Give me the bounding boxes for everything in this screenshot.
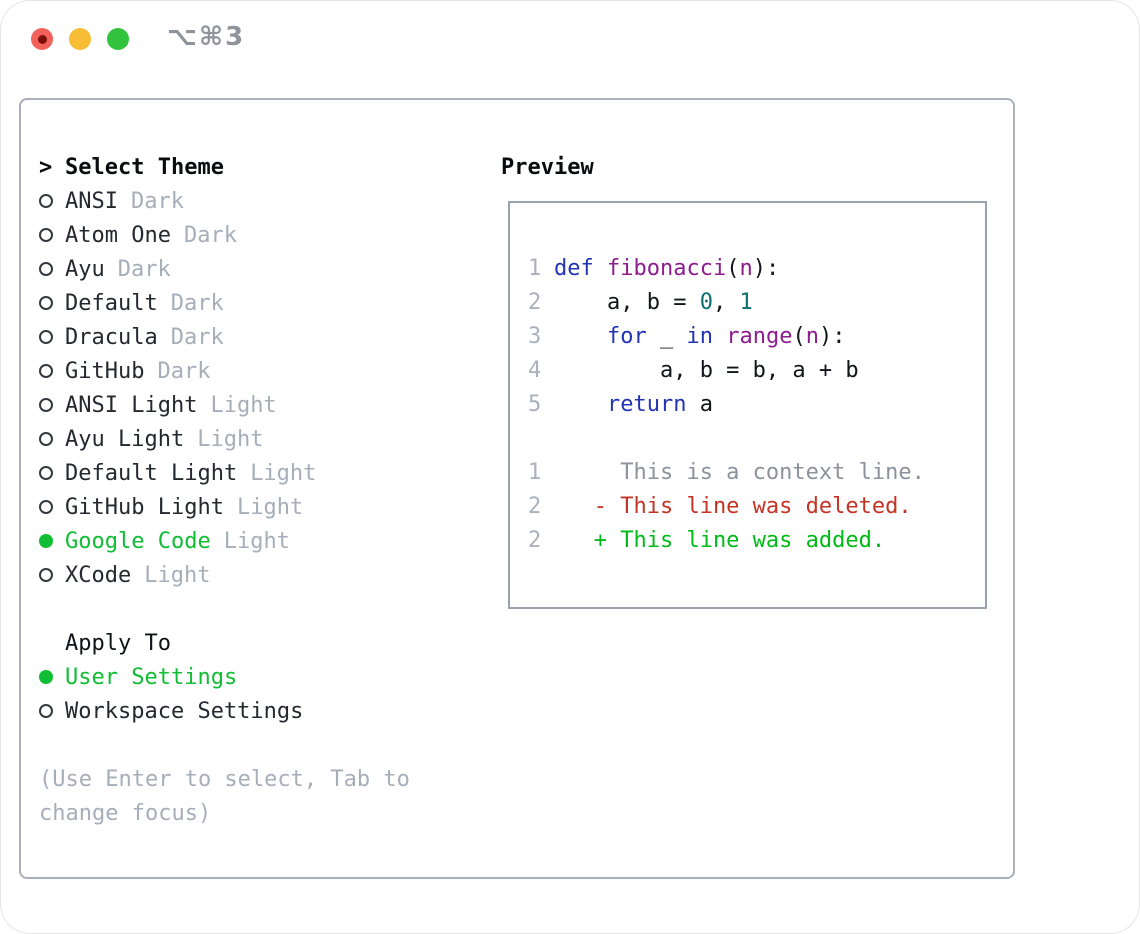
radio-circle-icon xyxy=(39,466,53,480)
radio-circle-icon xyxy=(39,432,53,446)
line-number: 2 xyxy=(528,290,542,315)
theme-name: ANSI Light xyxy=(65,392,198,418)
theme-name: Default Light xyxy=(65,460,238,486)
theme-name: GitHub Light xyxy=(65,494,224,520)
theme-name: Atom One xyxy=(65,222,171,248)
radio-circle-icon xyxy=(39,704,53,718)
theme-menu: > Select Theme ANSI Dark Atom One Dark A… xyxy=(39,150,410,830)
code-line-blank xyxy=(528,422,985,456)
theme-variant: Light xyxy=(144,562,211,588)
theme-option-dracula-dark[interactable]: Dracula Dark xyxy=(39,320,410,354)
theme-option-xcode-light[interactable]: XCode Light xyxy=(39,558,410,592)
window-title: ⌥⌘3 xyxy=(167,22,246,52)
theme-option-github-dark[interactable]: GitHub Dark xyxy=(39,354,410,388)
radio-circle-icon xyxy=(39,500,53,514)
line-number: 3 xyxy=(528,324,542,349)
theme-name: Google Code xyxy=(65,528,211,554)
radio-circle-icon xyxy=(39,568,53,582)
theme-name: Default xyxy=(65,290,158,316)
code-line: 5 return a xyxy=(528,388,985,422)
line-number: 2 xyxy=(528,494,542,519)
theme-name: Ayu xyxy=(65,256,105,282)
line-number: 5 xyxy=(528,392,542,417)
apply-option-workspace-settings[interactable]: Workspace Settings xyxy=(39,694,410,728)
theme-option-default-light[interactable]: Default Light Light xyxy=(39,456,410,490)
radio-circle-icon xyxy=(39,228,53,242)
theme-variant: Light xyxy=(236,494,304,520)
spacer xyxy=(39,592,410,626)
radio-circle-icon xyxy=(39,398,53,412)
diff-deleted-line: 2 - This line was deleted. xyxy=(528,490,985,524)
theme-option-atom-one-dark[interactable]: Atom One Dark xyxy=(39,218,410,252)
line-number: 1 xyxy=(528,256,542,281)
apply-option-label: User Settings xyxy=(65,664,238,690)
apply-to-title: Apply To xyxy=(65,630,171,656)
radio-circle-icon xyxy=(39,194,53,208)
theme-menu-title: Select Theme xyxy=(65,154,224,180)
theme-variant: Dark xyxy=(183,222,237,248)
code-line: 2 a, b = 0, 1 xyxy=(528,286,985,320)
theme-variant: Light xyxy=(250,460,317,486)
close-button[interactable] xyxy=(31,28,53,50)
spacer xyxy=(39,728,410,762)
theme-variant: Light xyxy=(197,426,264,452)
theme-variant: Dark xyxy=(157,358,211,384)
apply-to-header: Apply To xyxy=(39,626,410,660)
keyboard-hint-line-2: change focus) xyxy=(39,800,212,826)
theme-variant: Dark xyxy=(170,290,224,316)
theme-option-google-code-light[interactable]: Google Code Light xyxy=(39,524,410,558)
theme-option-ansi-dark[interactable]: ANSI Dark xyxy=(39,184,410,218)
theme-variant: Light xyxy=(210,392,277,418)
theme-name: Ayu Light xyxy=(65,426,185,452)
theme-variant: Dark xyxy=(117,256,171,282)
theme-variant: Light xyxy=(223,528,290,554)
preview-title: Preview xyxy=(501,154,594,180)
diff-added-line: 2 + This line was added. xyxy=(528,524,985,558)
line-number: 1 xyxy=(528,460,542,485)
line-number: 4 xyxy=(528,358,542,383)
theme-option-ayu-light[interactable]: Ayu Light Light xyxy=(39,422,410,456)
theme-option-ayu-dark[interactable]: Ayu Dark xyxy=(39,252,410,286)
keyboard-hint-line-1: (Use Enter to select, Tab to xyxy=(39,766,410,792)
prompt-cursor-icon: > xyxy=(39,154,53,180)
radio-circle-icon xyxy=(39,364,53,378)
close-dot-icon xyxy=(37,34,47,44)
theme-name: XCode xyxy=(65,562,132,588)
diff-context-line: 1 This is a context line. xyxy=(528,456,985,490)
theme-variant: Dark xyxy=(130,188,184,214)
theme-option-ansi-light[interactable]: ANSI Light Light xyxy=(39,388,410,422)
theme-menu-header: > Select Theme xyxy=(39,150,410,184)
main-panel: > Select Theme ANSI Dark Atom One Dark A… xyxy=(19,98,1015,879)
apply-option-label: Workspace Settings xyxy=(65,698,304,724)
theme-option-default-dark[interactable]: Default Dark xyxy=(39,286,410,320)
theme-option-github-light[interactable]: GitHub Light Light xyxy=(39,490,410,524)
radio-circle-icon xyxy=(39,330,53,344)
theme-name: Dracula xyxy=(65,324,158,350)
code-line: 3 for _ in range(n): xyxy=(528,320,985,354)
minimize-button[interactable] xyxy=(69,28,91,50)
line-number: 2 xyxy=(528,528,542,553)
selected-dot-icon xyxy=(39,534,53,548)
radio-circle-icon xyxy=(39,296,53,310)
theme-name: GitHub xyxy=(65,358,145,384)
selected-dot-icon xyxy=(39,670,53,684)
theme-variant: Dark xyxy=(170,324,224,350)
code-line: 4 a, b = b, a + b xyxy=(528,354,985,388)
theme-name: ANSI xyxy=(65,188,118,214)
apply-option-user-settings[interactable]: User Settings xyxy=(39,660,410,694)
zoom-button[interactable] xyxy=(107,28,129,50)
radio-circle-icon xyxy=(39,262,53,276)
